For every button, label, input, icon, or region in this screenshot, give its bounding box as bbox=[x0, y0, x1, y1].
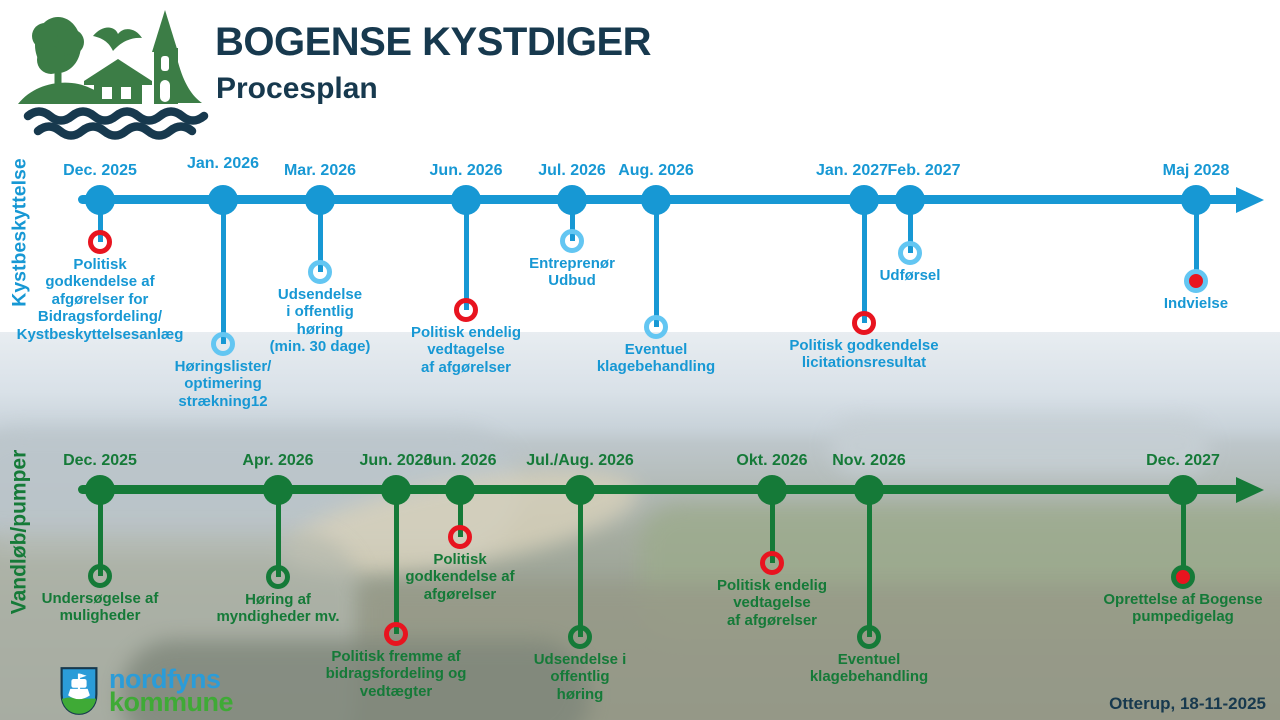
milestone-stem bbox=[275, 490, 281, 577]
milestone-marker bbox=[384, 622, 408, 646]
page-subtitle: Procesplan bbox=[216, 72, 378, 105]
milestone-label: Politisk endelig vedtagelse af afgørelse… bbox=[410, 324, 522, 376]
milestone-label: Oprettelse af Bogense pumpedigelag bbox=[1103, 591, 1263, 626]
milestone-label: Politisk godkendelse af afgørelser for B… bbox=[16, 256, 184, 343]
photo-inlet-patch bbox=[830, 418, 1210, 473]
page-title: BOGENSE KYSTDIGER bbox=[215, 20, 652, 64]
milestone-marker bbox=[448, 525, 472, 549]
milestone-label: Udsendelse i offentlig høring (min. 30 d… bbox=[269, 286, 371, 356]
milestone-date: Dec. 2025 bbox=[63, 452, 137, 469]
timeline-dot bbox=[849, 185, 879, 215]
place-and-date: Otterup, 18-11-2025 bbox=[1109, 694, 1266, 713]
milestone-stem bbox=[1193, 200, 1199, 281]
milestone-label: Politisk godkendelse licitationsresultat bbox=[789, 337, 939, 372]
milestone-label: Politisk godkendelse af afgørelser bbox=[405, 551, 515, 603]
milestone-stem bbox=[97, 200, 103, 242]
milestone-label: Høring af myndigheder mv. bbox=[216, 591, 340, 626]
milestone-label: Undersøgelse af muligheder bbox=[41, 590, 159, 625]
photo-trees-patch bbox=[120, 640, 590, 720]
milestone-date: Jul./Aug. 2026 bbox=[526, 452, 634, 469]
milestone-marker bbox=[857, 625, 881, 649]
timeline-dot bbox=[1168, 475, 1198, 505]
milestone-marker bbox=[1184, 269, 1208, 293]
milestone-date: Maj 2028 bbox=[1162, 162, 1230, 179]
bogense-landscape-logo-icon bbox=[18, 10, 209, 140]
milestone-date: Jun. 2026 bbox=[359, 452, 433, 469]
milestone-date: Mar. 2026 bbox=[283, 162, 357, 179]
milestone-marker bbox=[211, 332, 235, 356]
municipality-name-line1: nordfyns bbox=[109, 664, 221, 694]
milestone-label: Eventuel klagebehandling bbox=[596, 341, 716, 376]
milestone-stem bbox=[907, 200, 913, 253]
municipality-name-line2: kommune bbox=[109, 687, 234, 717]
milestone-stem bbox=[463, 200, 469, 310]
milestone-date: Jan. 2026 bbox=[186, 155, 260, 172]
milestone-stem bbox=[653, 200, 659, 327]
milestone-label: Udsendelse i offentlig høring bbox=[533, 651, 627, 703]
milestone-marker bbox=[308, 260, 332, 284]
milestone-stem bbox=[1180, 490, 1186, 577]
milestone-marker bbox=[852, 311, 876, 335]
milestone-marker bbox=[266, 565, 290, 589]
timeline-dot bbox=[445, 475, 475, 505]
milestone-marker bbox=[560, 229, 584, 253]
milestone-marker bbox=[454, 298, 478, 322]
milestone-marker bbox=[760, 551, 784, 575]
milestone-date: Dec. 2025 bbox=[63, 162, 137, 179]
milestone-stem bbox=[866, 490, 872, 637]
milestone-marker bbox=[88, 564, 112, 588]
milestone-label: Eventuel klagebehandling bbox=[809, 651, 929, 686]
timeline-dot bbox=[208, 185, 238, 215]
milestone-date: Feb. 2027 bbox=[887, 162, 961, 179]
milestone-label: Indvielse bbox=[1163, 295, 1229, 312]
milestone-date: Jun. 2026 bbox=[423, 452, 497, 469]
milestone-date: Aug. 2026 bbox=[618, 162, 694, 179]
aerial-photo-background bbox=[0, 332, 1280, 720]
timeline-dot bbox=[565, 475, 595, 505]
milestone-marker bbox=[1171, 565, 1195, 589]
timeline-dot bbox=[757, 475, 787, 505]
milestone-label: Politisk endelig vedtagelse af afgørelse… bbox=[716, 577, 828, 629]
milestone-stem bbox=[861, 200, 867, 323]
timeline-dot bbox=[381, 475, 411, 505]
milestone-date: Okt. 2026 bbox=[736, 452, 808, 469]
timeline-dot bbox=[451, 185, 481, 215]
milestone-date: Jun. 2026 bbox=[429, 162, 503, 179]
milestone-date: Dec. 2027 bbox=[1146, 452, 1220, 469]
nordfyns-kommune-logo: nordfyns kommune bbox=[58, 664, 234, 717]
timeline-dot bbox=[1181, 185, 1211, 215]
milestone-date: Jan. 2027 bbox=[815, 162, 889, 179]
timeline-dot bbox=[305, 185, 335, 215]
arrowhead-icon bbox=[1236, 187, 1264, 213]
milestone-stem bbox=[393, 490, 399, 634]
milestone-stem bbox=[457, 490, 463, 537]
milestone-marker bbox=[644, 315, 668, 339]
milestone-stem bbox=[769, 490, 775, 563]
milestone-stem bbox=[220, 200, 226, 344]
milestone-date: Nov. 2026 bbox=[832, 452, 906, 469]
municipality-crest-icon bbox=[60, 667, 98, 715]
milestone-stem bbox=[97, 490, 103, 576]
milestone-label: Entreprenør Udbud bbox=[529, 255, 615, 290]
timeline-dot bbox=[557, 185, 587, 215]
milestone-stem bbox=[317, 200, 323, 272]
milestone-label: Politisk fremme af bidragsfordeling og v… bbox=[325, 648, 467, 700]
milestone-marker bbox=[88, 230, 112, 254]
milestone-date: Jul. 2026 bbox=[538, 162, 606, 179]
timeline-dot bbox=[641, 185, 671, 215]
timeline-axis bbox=[78, 485, 1240, 494]
timeline-dot bbox=[85, 475, 115, 505]
timeline-dot bbox=[895, 185, 925, 215]
timeline-dot bbox=[263, 475, 293, 505]
milestone-label: Udførsel bbox=[879, 267, 941, 284]
milestone-marker bbox=[568, 625, 592, 649]
milestone-label: Høringslister/ optimering strækning12 bbox=[174, 358, 272, 410]
timeline-dot bbox=[854, 475, 884, 505]
milestone-marker bbox=[898, 241, 922, 265]
milestone-stem bbox=[577, 490, 583, 637]
milestone-date: Apr. 2026 bbox=[242, 452, 314, 469]
milestone-stem bbox=[569, 200, 575, 241]
timeline-dot bbox=[85, 185, 115, 215]
arrowhead-icon bbox=[1236, 477, 1264, 503]
